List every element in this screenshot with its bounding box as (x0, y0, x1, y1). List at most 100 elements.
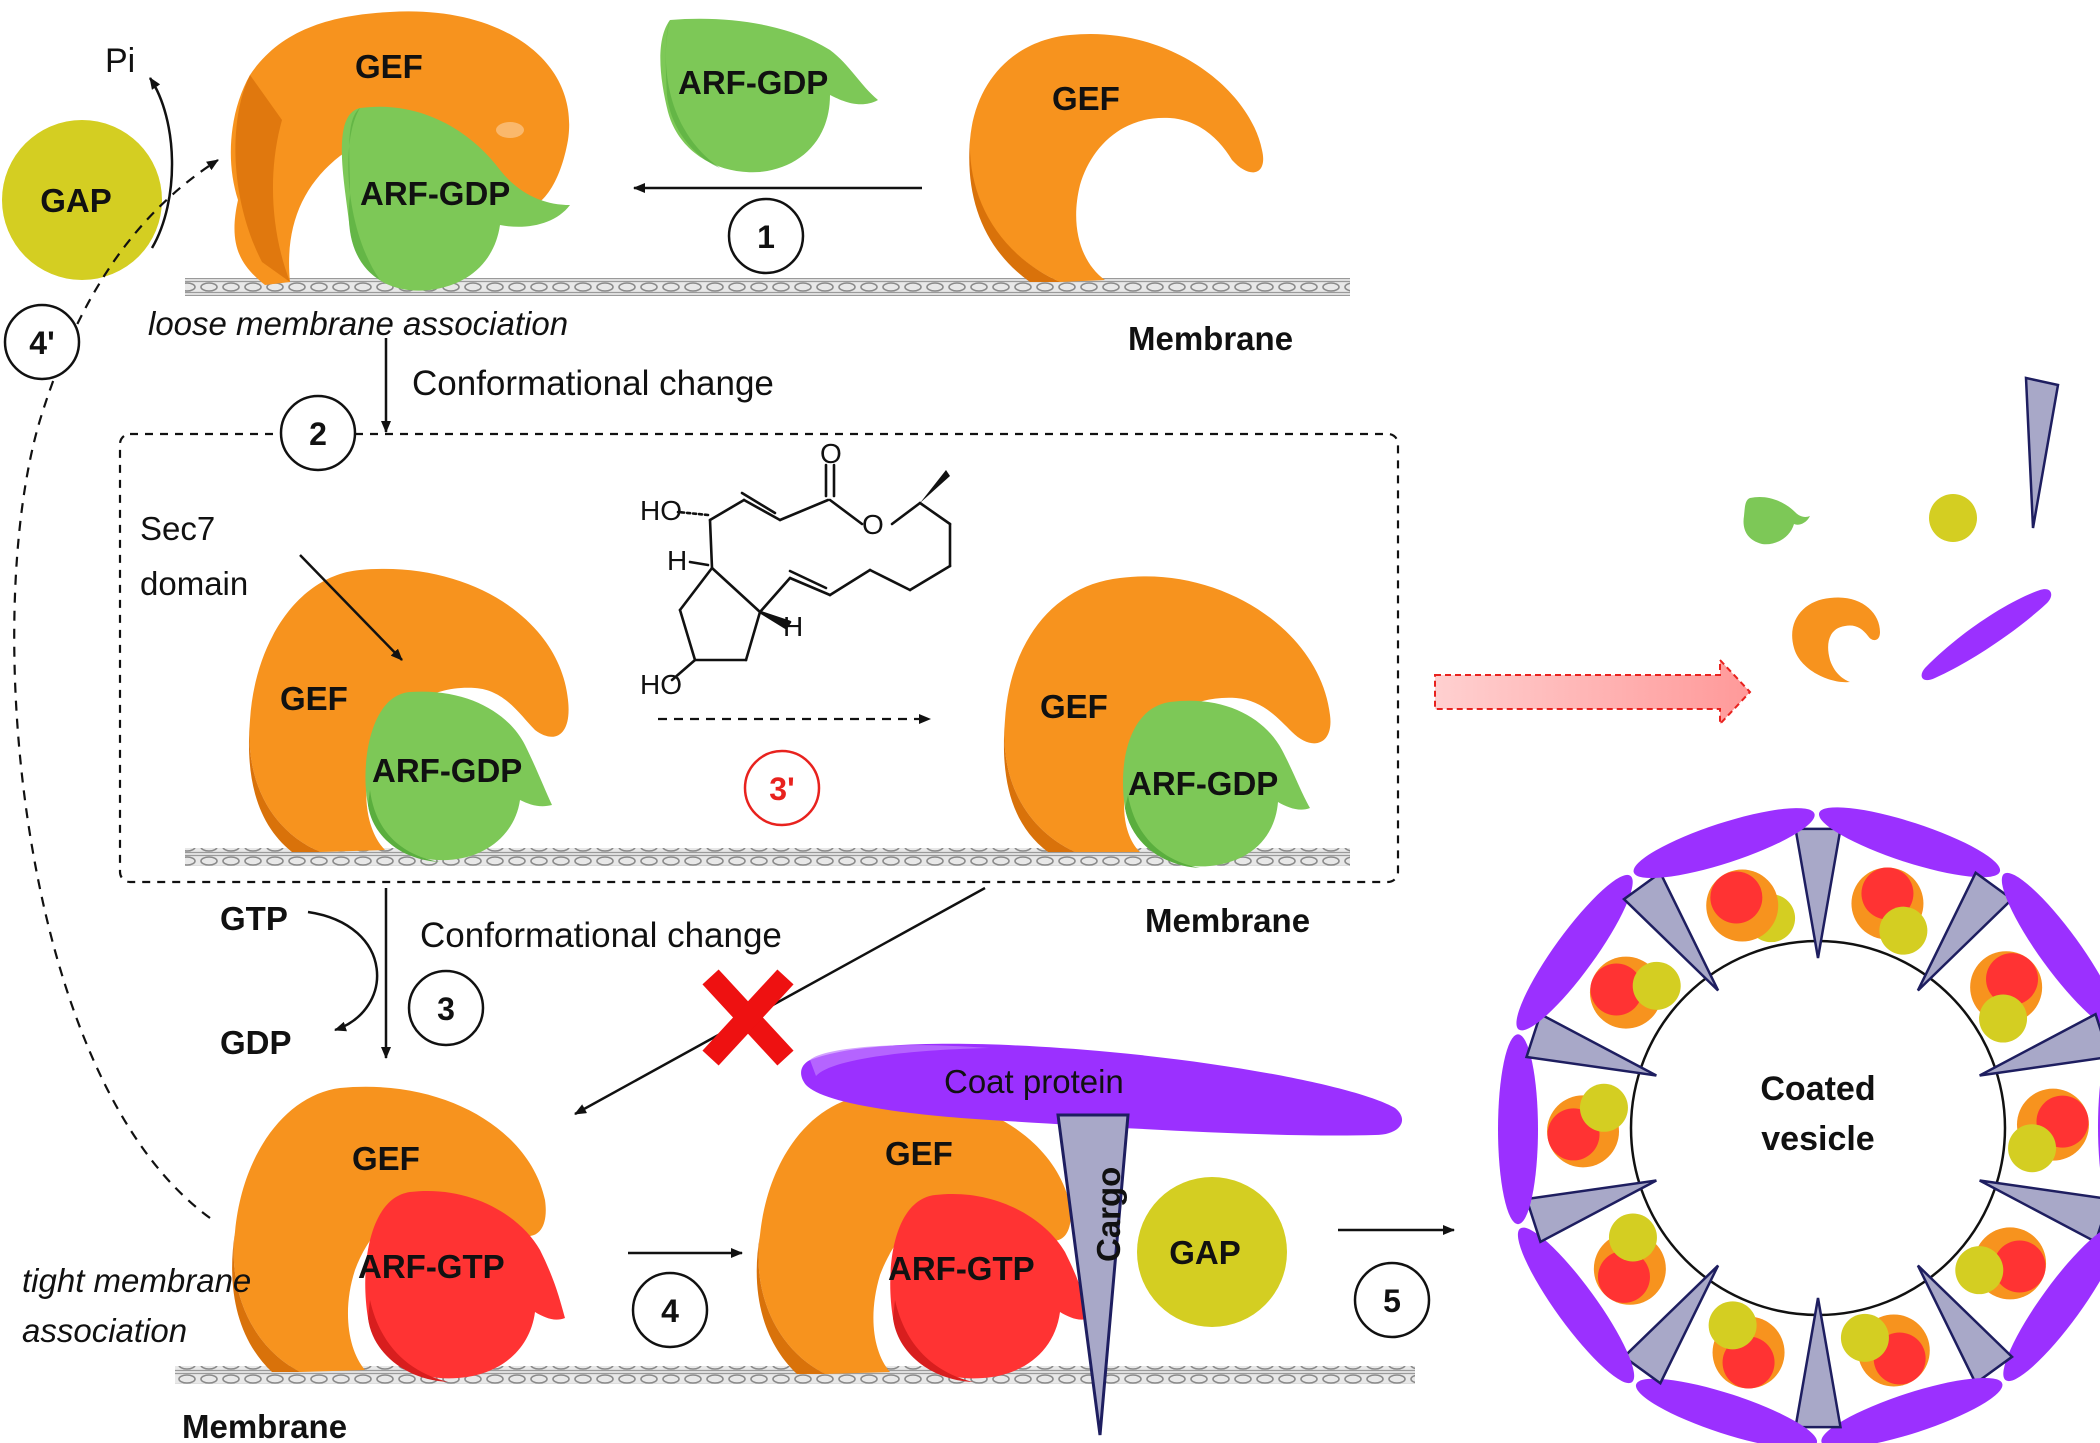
vesicle-coat-protein (1517, 1227, 1635, 1384)
vesicle-arf-gtp (1590, 963, 1643, 1016)
coated-vesicle (1498, 807, 2100, 1443)
vesicle-cargo (1916, 870, 2014, 992)
arf-gdp-label-top-center: ARF-GDP (678, 64, 828, 101)
gef-blob-top-right (969, 33, 1264, 283)
step5-circle (1353, 1261, 1431, 1339)
vesicle-cargo (1794, 1297, 1842, 1429)
vesicle-gap (1955, 1246, 2004, 1295)
free-arf-gdp-small (1743, 496, 1810, 545)
gtp-gdp-exchange-curve (307, 910, 379, 1032)
brefeldin-molecule (670, 463, 952, 682)
membrane-label-top: Membrane (1128, 320, 1293, 357)
blocked-arrow (574, 886, 986, 1116)
coated-vesicle-label-line2: vesicle (1761, 1120, 1874, 1158)
step3p-circle (743, 749, 821, 827)
vesicle-coat-protein (1635, 1378, 1818, 1443)
gef-blob-top-left (230, 11, 570, 286)
vesicle-cargo (1794, 827, 1842, 959)
gef-label-middle-right: GEF (1040, 688, 1108, 725)
arf-gdp-label-middle-right: ARF-GDP (1128, 765, 1278, 802)
gap-label-bottom: GAP (1169, 1234, 1241, 1271)
gtp-label: GTP (220, 900, 288, 937)
vesicle-arf-gtp (1993, 1240, 2046, 1293)
free-gef-small (1792, 597, 1880, 683)
gef-blob-middle-left (248, 568, 569, 852)
tight-membrane-label-line1: tight membrane (22, 1262, 251, 1299)
vesicle-arf-gtp (1861, 867, 1914, 920)
vesicle-gap (1879, 906, 1928, 955)
gef-label-bottom-left: GEF (352, 1140, 420, 1177)
cargo-wedge (1056, 1113, 1130, 1436)
arf-gtp-label-bottom-center: ARF-GTP (888, 1250, 1035, 1287)
step1-number: 1 (757, 219, 775, 255)
arf-gdp-blob-top-center (660, 18, 878, 173)
inhibition-dashed-box (118, 432, 1400, 884)
sec7-label-line1: Sec7 (140, 510, 215, 547)
free-gap-small (1929, 494, 1977, 542)
vesicle-gap (1708, 1301, 1757, 1350)
step4p-dashed-arc (13, 159, 219, 1219)
mol-ho-top: HO (640, 495, 682, 526)
mol-o-ring: O (862, 509, 884, 540)
sec7-pointer-arrow (299, 554, 403, 661)
vesicle-gap (1840, 1313, 1889, 1362)
dissociation-arrow (1434, 657, 1752, 727)
coated-vesicle-label-line1: Coated (1760, 1070, 1875, 1108)
vesicle-cargo (1622, 1264, 1720, 1386)
vesicle-arf-gtp (1710, 871, 1763, 924)
gap-circle-bottom (1137, 1177, 1287, 1327)
vesicle-coat-protein (1821, 1377, 2003, 1443)
vesicle-arf-gtp (1597, 1250, 1650, 1303)
arf-gdp-label-middle-left: ARF-GDP (372, 752, 522, 789)
vesicle-cargo (1524, 1179, 1657, 1244)
gef-label-bottom-center: GEF (885, 1135, 953, 1172)
tight-membrane-label-line2: association (22, 1312, 187, 1349)
gef-blob-bottom-left (232, 1086, 546, 1372)
vesicle-coat-protein (2003, 1225, 2100, 1382)
vesicle-arf-gtp (1722, 1336, 1775, 1389)
pi-release-arrow (148, 77, 174, 249)
vesicle-coat-protein (1498, 1034, 1539, 1225)
cargo-label: Cargo (1090, 1167, 1127, 1262)
arf-gdp-label-top-left: ARF-GDP (360, 175, 510, 212)
vesicle-coat-protein (1818, 807, 2001, 878)
pi-label: Pi (105, 42, 135, 80)
vesicle-coat-protein (2001, 872, 2100, 1029)
step1-circle (727, 197, 805, 275)
mol-methyl-wedge (920, 470, 950, 503)
vesicle-gap (1632, 961, 1681, 1010)
sec7-label-line2: domain (140, 565, 248, 602)
gef-label-top-left: GEF (355, 48, 423, 85)
step3-number: 3 (437, 991, 455, 1027)
arf-gtp-blob-bottom-center (890, 1193, 1090, 1382)
vesicle-cargo (1916, 1264, 2014, 1386)
arf-gdp-blob-middle-left (365, 691, 552, 862)
membrane-label-middle: Membrane (1145, 902, 1310, 939)
membrane-label-bottom: Membrane (182, 1408, 347, 1443)
step3p-number: 3' (769, 771, 794, 807)
mol-ho-bottom: HO (640, 669, 682, 700)
arf-gdp-blob-middle-right (1122, 700, 1310, 868)
vesicle-cargo (1622, 870, 1720, 992)
vesicle-coat-protein (1633, 808, 1815, 879)
vesicle-gap (1608, 1213, 1657, 1262)
block-x-icon (702, 969, 794, 1066)
conformational-change-label-1: Conformational change (412, 364, 774, 403)
gef-label-middle-left: GEF (280, 680, 348, 717)
conformational-change-label-2: Conformational change (420, 916, 782, 955)
vesicle-cargo (1979, 1179, 2100, 1244)
step4-number: 4 (661, 1293, 679, 1329)
vesicle-arf-gtp (1986, 953, 2039, 1006)
vesicle-cargo (1979, 1012, 2100, 1077)
step3-circle (407, 969, 485, 1047)
step4-circle (631, 1271, 709, 1349)
arf-gtp-blob-bottom-left (365, 1190, 565, 1382)
step5-number: 5 (1383, 1283, 1401, 1319)
gef-blob-bottom-center (756, 1093, 1071, 1374)
mol-h-right: H (783, 611, 803, 642)
step4p-circle (3, 303, 81, 381)
membrane-top (185, 278, 1350, 296)
arf-gdp-blob-top-left (341, 106, 570, 291)
vesicle-coat-protein (1516, 874, 1633, 1031)
